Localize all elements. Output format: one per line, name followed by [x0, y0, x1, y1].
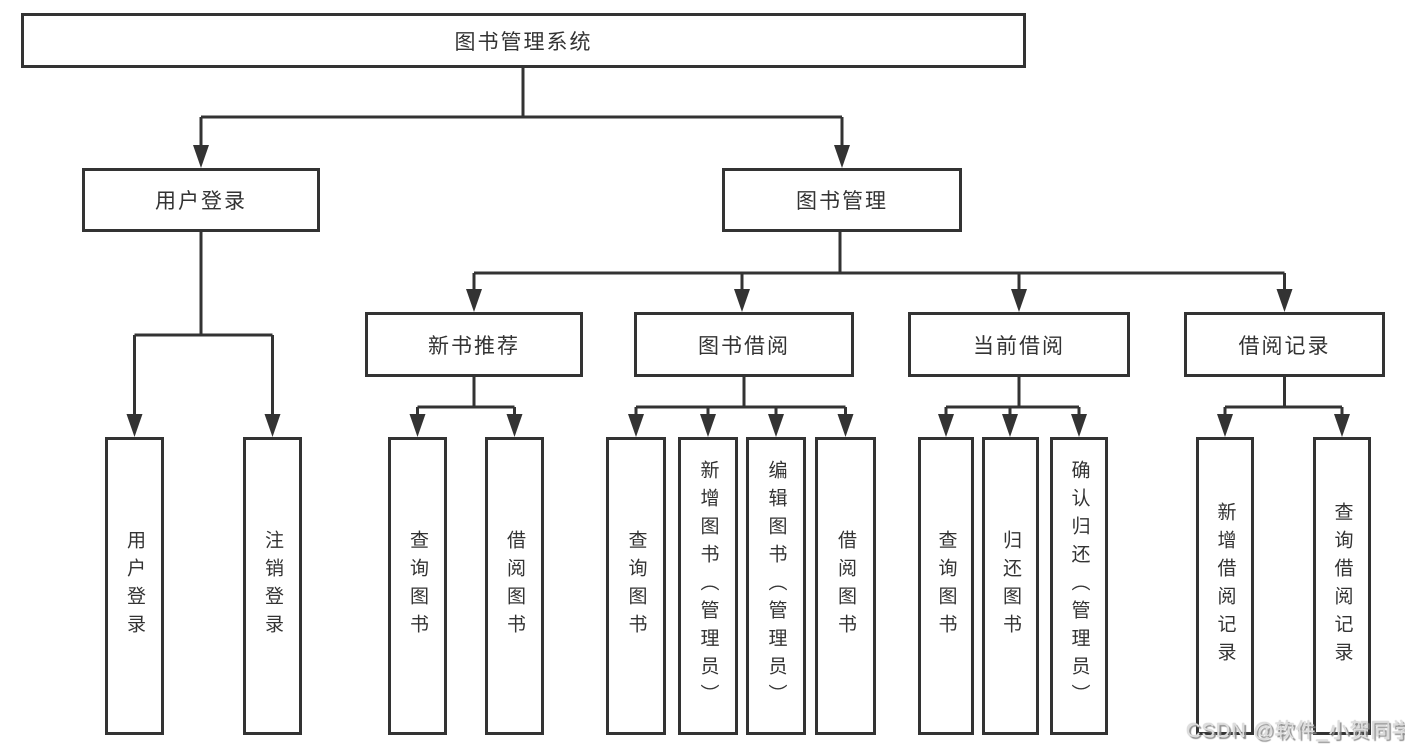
node-new-book-recommend: 新书推荐 — [365, 312, 583, 377]
arrowhead-down-icon — [1217, 414, 1233, 437]
node-leaf-edit-books-admin: 编辑图书（管理员） — [746, 437, 806, 735]
node-label: 借阅图书 — [835, 530, 856, 642]
arrowhead-down-icon — [126, 414, 143, 437]
node-leaf-borrow-books: 借阅图书 — [815, 437, 876, 735]
arrowhead-down-icon — [466, 289, 482, 312]
node-label: 确认归还（管理员） — [1068, 460, 1090, 712]
arrowhead-down-icon — [938, 414, 954, 437]
node-label: 查询图书 — [935, 530, 957, 642]
arrowhead-down-icon — [264, 414, 281, 437]
arrowhead-down-icon — [193, 145, 209, 168]
arrowhead-down-icon — [734, 289, 750, 312]
arrowhead-down-icon — [1334, 414, 1350, 437]
arrowhead-down-icon — [409, 414, 426, 437]
node-leaf-logout: 注销登录 — [243, 437, 302, 735]
node-label: 用户登录 — [124, 530, 145, 642]
arrowhead-down-icon — [1011, 289, 1027, 312]
node-leaf-query-borrow-record: 查询借阅记录 — [1313, 437, 1371, 735]
node-leaf-borrow-books-recommend: 借阅图书 — [485, 437, 544, 735]
arrowhead-down-icon — [834, 145, 850, 168]
arrowhead-down-icon — [768, 414, 784, 437]
node-leaf-add-borrow-record: 新增借阅记录 — [1196, 437, 1254, 735]
node-borrow-records: 借阅记录 — [1184, 312, 1385, 377]
node-leaf-add-books-admin: 新增图书（管理员） — [678, 437, 738, 735]
node-label: 查询借阅记录 — [1331, 502, 1353, 670]
node-leaf-query-books-recommend: 查询图书 — [388, 437, 447, 735]
node-user-login: 用户登录 — [82, 168, 320, 232]
node-label: 新增图书（管理员） — [697, 460, 719, 712]
node-root-library-system: 图书管理系统 — [21, 13, 1026, 68]
node-label: 查询图书 — [407, 530, 428, 642]
arrowhead-down-icon — [1276, 289, 1293, 312]
arrowhead-down-icon — [700, 414, 716, 437]
arrowhead-down-icon — [837, 414, 854, 437]
arrowhead-down-icon — [1071, 414, 1087, 437]
arrowhead-down-icon — [1002, 414, 1018, 437]
node-label: 新增借阅记录 — [1214, 502, 1236, 670]
node-label: 归还图书 — [1000, 530, 1021, 642]
node-leaf-query-books-current: 查询图书 — [918, 437, 974, 735]
node-leaf-user-login: 用户登录 — [105, 437, 164, 735]
node-label: 编辑图书（管理员） — [765, 460, 787, 712]
node-current-borrowing: 当前借阅 — [908, 312, 1130, 377]
node-leaf-query-books-borrow: 查询图书 — [606, 437, 666, 735]
node-leaf-return-books: 归还图书 — [982, 437, 1039, 735]
arrowhead-down-icon — [628, 414, 644, 437]
node-label: 查询图书 — [625, 530, 647, 642]
csdn-watermark: CSDN @软件_小贺同学 — [1186, 720, 1405, 742]
node-leaf-confirm-return-admin: 确认归还（管理员） — [1050, 437, 1108, 735]
node-book-borrowing: 图书借阅 — [634, 312, 854, 377]
node-book-management: 图书管理 — [722, 168, 962, 232]
arrowhead-down-icon — [506, 414, 523, 437]
node-label: 注销登录 — [262, 530, 283, 642]
node-label: 借阅图书 — [504, 530, 525, 642]
